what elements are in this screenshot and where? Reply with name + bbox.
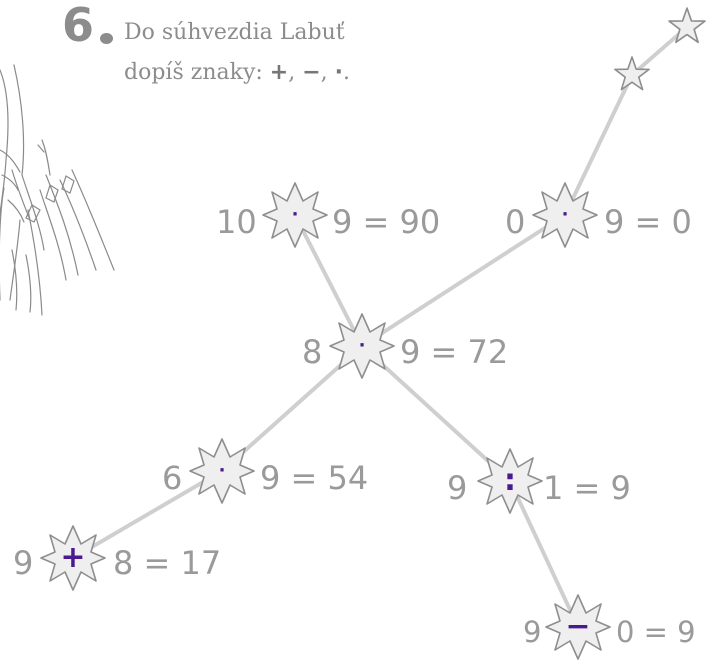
end-period: . <box>343 60 350 85</box>
instruction-line-2: dopíš znaky: +, −, ·. <box>124 62 350 84</box>
equation-center-answer[interactable]: · <box>359 337 366 355</box>
equation-right-mid-answer[interactable]: : <box>504 466 516 496</box>
equation-bottom-right-answer[interactable]: − <box>565 612 590 642</box>
equation-bottom-left-right-side: 8 = 17 <box>113 547 221 579</box>
instruction-prefix: dopíš znaky: <box>124 60 270 85</box>
equation-top-left-left-operand: 10 <box>216 206 257 238</box>
small-star-icon <box>615 57 649 90</box>
equation-right-mid-left-operand: 9 <box>447 472 467 504</box>
equation-bottom-left-answer[interactable]: + <box>60 543 85 573</box>
task-number: 6 <box>62 2 94 48</box>
separator: , <box>321 60 328 85</box>
equation-left-mid-answer[interactable]: · <box>219 462 226 480</box>
equation-center-left-operand: 8 <box>302 336 322 368</box>
instruction-line-1: Do súhvezdia Labuť <box>124 22 345 44</box>
plus-sign: + <box>270 60 288 85</box>
swan-illustration <box>0 65 114 315</box>
equation-bottom-right-right-side: 0 = 9 <box>616 618 696 647</box>
line-topright-star1 <box>565 75 632 215</box>
minus-sign: − <box>302 60 320 85</box>
equation-top-right-right-side: 9 = 0 <box>604 206 692 238</box>
equation-top-right-answer[interactable]: · <box>562 206 569 224</box>
task-number-dot <box>100 33 113 44</box>
equation-top-left-right-side: 9 = 90 <box>332 206 440 238</box>
dot-sign: · <box>335 60 343 85</box>
equation-left-mid-right-side: 9 = 54 <box>260 462 368 494</box>
equation-bottom-left-left-operand: 9 <box>13 547 33 579</box>
equation-right-mid-right-side: 1 = 9 <box>543 472 631 504</box>
equation-top-right-left-operand: 0 <box>505 206 525 238</box>
equation-top-left-answer[interactable]: · <box>292 206 299 224</box>
equation-left-mid-left-operand: 6 <box>162 462 182 494</box>
separator: , <box>288 60 295 85</box>
equation-center-right-side: 9 = 72 <box>400 336 508 368</box>
equation-bottom-right-left-operand: 9 <box>523 618 541 647</box>
